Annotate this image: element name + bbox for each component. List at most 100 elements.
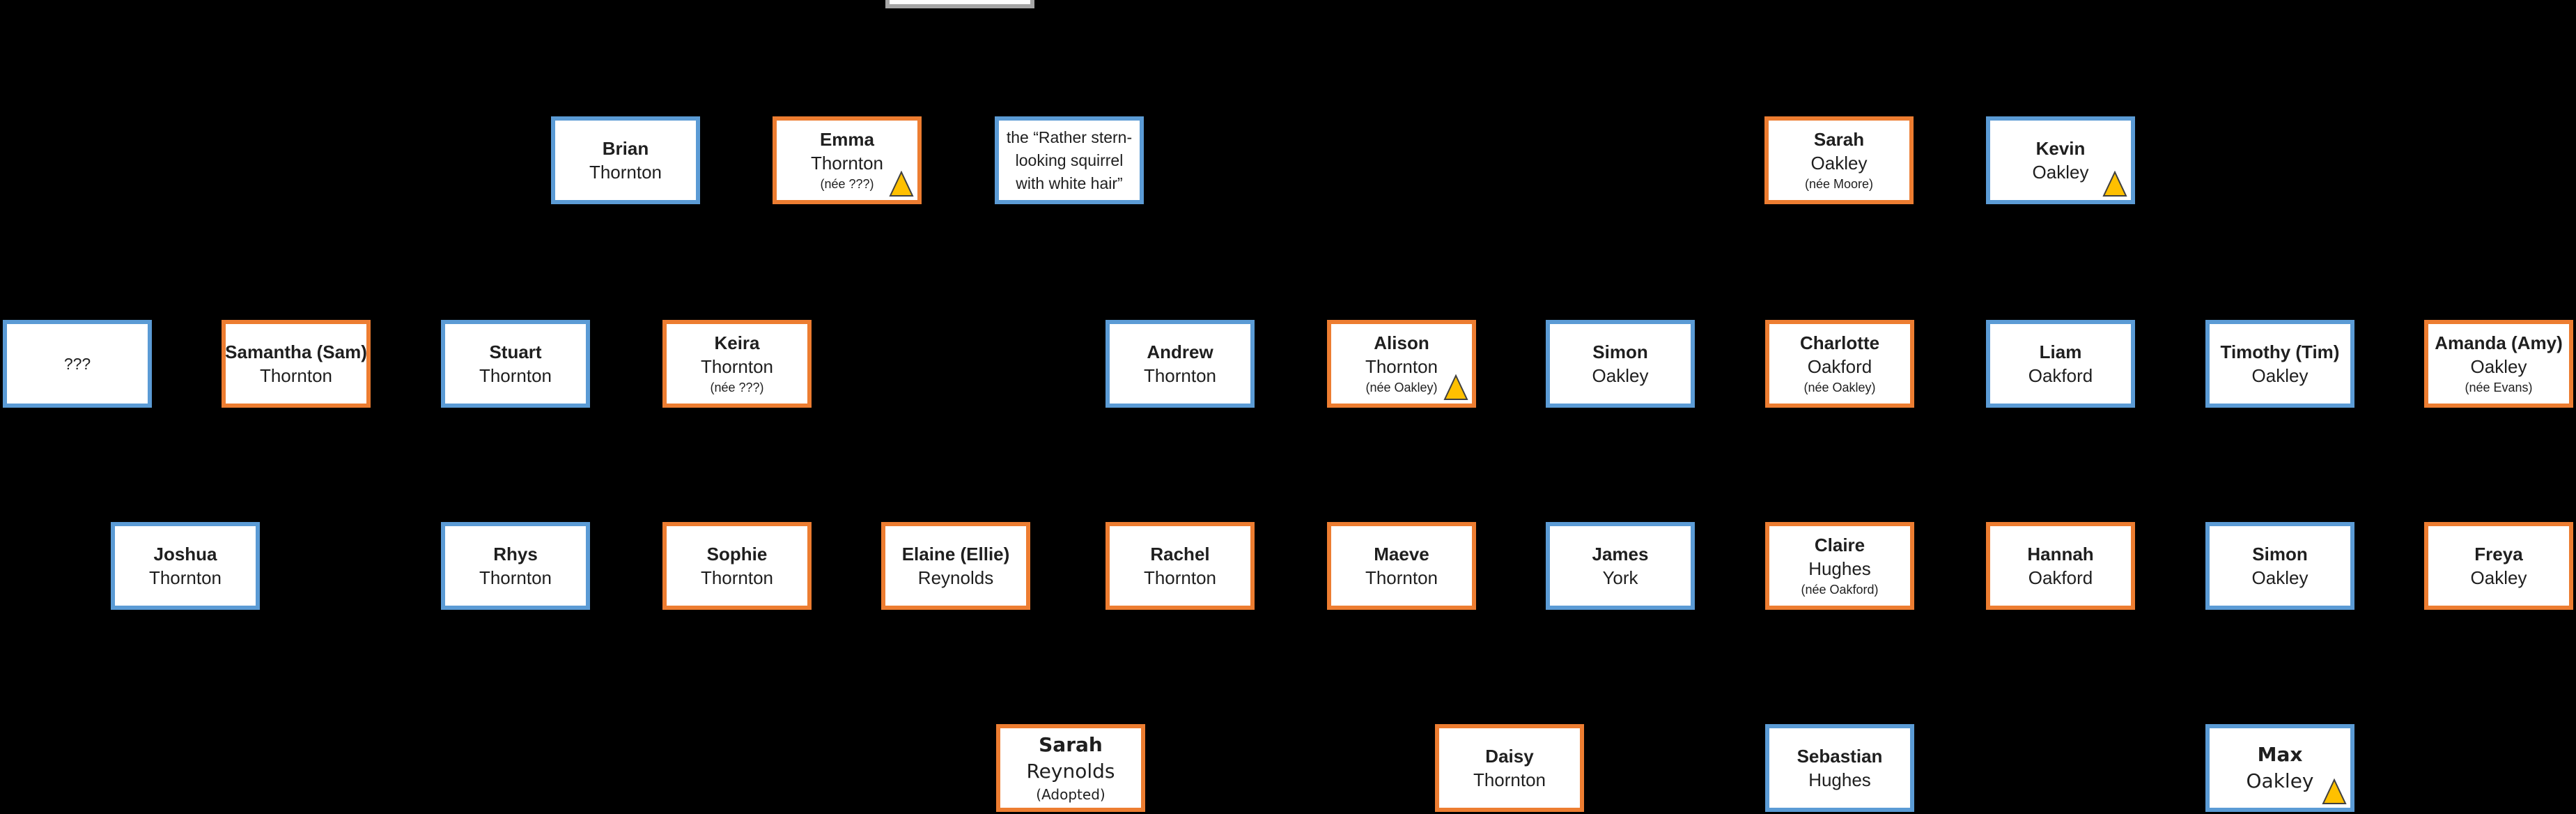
person-surname: Thornton	[479, 365, 552, 386]
person-given-name: Freya	[2474, 544, 2523, 565]
person-surname: Oakley	[2032, 162, 2089, 183]
person-box: Daisy Thornton	[1435, 724, 1584, 812]
warning-triangle-icon	[889, 171, 914, 197]
person-box: Freya Oakley	[2424, 522, 2573, 610]
person-surname: Thornton	[1365, 356, 1438, 377]
person-text-line: with white hair”	[1016, 174, 1123, 192]
person-box: Andrew Thornton	[1105, 320, 1255, 408]
person-text-line: looking squirrel	[1015, 151, 1124, 169]
person-given-name: Maeve	[1374, 544, 1429, 565]
person-surname: Thornton	[1365, 567, 1438, 588]
person-given-name: Daisy	[1485, 746, 1534, 767]
person-box: Rhys Thornton	[441, 522, 590, 610]
person-given-name: Liam	[2039, 341, 2082, 362]
person-given-name: Rachel	[1150, 544, 1210, 565]
person-box: Sarah Oakley (née Moore)	[1764, 116, 1914, 204]
person-given-name: Sarah	[1039, 733, 1103, 756]
person-nee-note: (Adopted)	[1036, 786, 1105, 803]
person-given-name: Charlotte	[1799, 332, 1880, 353]
person-surname: Hughes	[1808, 558, 1871, 579]
person-given-name: Andrew	[1147, 341, 1213, 362]
person-given-name: Alison	[1374, 332, 1429, 353]
warning-triangle-icon	[1443, 374, 1468, 400]
person-surname: Thornton	[479, 567, 552, 588]
person-surname: Oakley	[2470, 356, 2527, 377]
person-box: Samantha (Sam) Thornton	[222, 320, 371, 408]
person-box: James York	[1546, 522, 1695, 610]
person-surname: Thornton	[810, 153, 884, 174]
person-surname: Thornton	[1143, 365, 1217, 386]
person-nee-note: (née Oakley)	[1803, 381, 1876, 394]
person-surname: Oakley	[1810, 153, 1868, 174]
person-given-name: Stuart	[489, 341, 542, 362]
person-box: Keira Thornton (née ???)	[662, 320, 812, 408]
person-text-line: ???	[63, 354, 91, 373]
person-given-name: Sebastian	[1797, 746, 1883, 767]
person-surname: Oakley	[1592, 365, 1649, 386]
person-given-name: Sarah	[1813, 129, 1865, 150]
person-box: Amanda (Amy) Oakley (née Evans)	[2424, 320, 2573, 408]
person-given-name: Amanda (Amy)	[2435, 332, 2563, 353]
person-given-name: Kevin	[2035, 138, 2086, 159]
person-box: Simon Oakley	[1546, 320, 1695, 408]
person-surname: Reynolds	[1026, 760, 1115, 783]
person-nee-note: (née Moore)	[1804, 177, 1874, 191]
person-given-name: Brian	[602, 138, 649, 159]
person-nee-note: (née Evans)	[2465, 381, 2533, 394]
person-text-line: the “Rather stern-	[1006, 128, 1133, 146]
person-given-name: Sophie	[706, 544, 768, 565]
person-surname: Thornton	[1143, 567, 1217, 588]
person-box: Alison Thornton (née Oakley)	[1327, 320, 1476, 408]
person-given-name: Rhys	[493, 544, 538, 565]
person-surname: Oakley	[2251, 365, 2309, 386]
person-box: Claire Hughes (née Oakford)	[1765, 522, 1914, 610]
person-surname: Thornton	[700, 356, 774, 377]
person-surname: Thornton	[259, 365, 333, 386]
person-box: Elaine (Ellie) Reynolds	[881, 522, 1030, 610]
person-nee-note: (née ???)	[820, 177, 874, 191]
person-box: Charlotte Oakford (née Oakley)	[1765, 320, 1914, 408]
person-surname: Hughes	[1808, 769, 1871, 790]
person-surname: Thornton	[589, 162, 662, 183]
person-box: the “Rather stern-looking squirrel with w…	[995, 116, 1144, 204]
person-surname: Thornton	[700, 567, 774, 588]
person-given-name: Joshua	[153, 544, 217, 565]
person-given-name: Simon	[1592, 341, 1648, 362]
person-given-name: Samantha (Sam)	[225, 341, 367, 362]
person-box: Timothy (Tim) Oakley	[2205, 320, 2354, 408]
person-box: Sebastian Hughes	[1765, 724, 1914, 812]
warning-triangle-icon	[2322, 778, 2347, 804]
person-box: Maeve Thornton	[1327, 522, 1476, 610]
person-surname: Oakford	[1807, 356, 1872, 377]
person-given-name: Max	[2257, 743, 2303, 766]
person-surname: Thornton	[1473, 769, 1546, 790]
person-surname: Oakley	[2251, 567, 2309, 588]
person-box: Rachel Thornton	[1105, 522, 1255, 610]
person-surname: Reynolds	[917, 567, 994, 588]
person-box: Kevin Oakley	[1986, 116, 2135, 204]
person-box: Max Oakley	[2205, 724, 2354, 812]
person-box: Sarah Reynolds (Adopted)	[996, 724, 1145, 812]
person-box: Joshua Thornton	[111, 522, 260, 610]
person-nee-note: (née Oakford)	[1801, 583, 1879, 597]
person-box: Emma Thornton (née ???)	[773, 116, 922, 204]
person-surname: Oakford	[2028, 365, 2093, 386]
person-box: Liam Oakford	[1986, 320, 2135, 408]
person-box: Simon Oakley	[2205, 522, 2354, 610]
person-given-name: Emma	[819, 129, 875, 150]
person-nee-note: (née Oakley)	[1365, 381, 1438, 394]
person-box: Brian Thornton	[551, 116, 700, 204]
person-given-name: James	[1592, 544, 1649, 565]
person-box: Hannah Oakford	[1986, 522, 2135, 610]
warning-triangle-icon	[2102, 171, 2127, 197]
person-given-name: Keira	[714, 332, 760, 353]
partial-top-box	[885, 0, 1034, 8]
person-box: ???	[3, 320, 152, 408]
person-surname: York	[1602, 567, 1638, 588]
person-box: Sophie Thornton	[662, 522, 812, 610]
person-surname: Thornton	[148, 567, 222, 588]
person-given-name: Elaine (Ellie)	[901, 544, 1010, 565]
person-given-name: Timothy (Tim)	[2220, 341, 2340, 362]
person-given-name: Simon	[2252, 544, 2308, 565]
